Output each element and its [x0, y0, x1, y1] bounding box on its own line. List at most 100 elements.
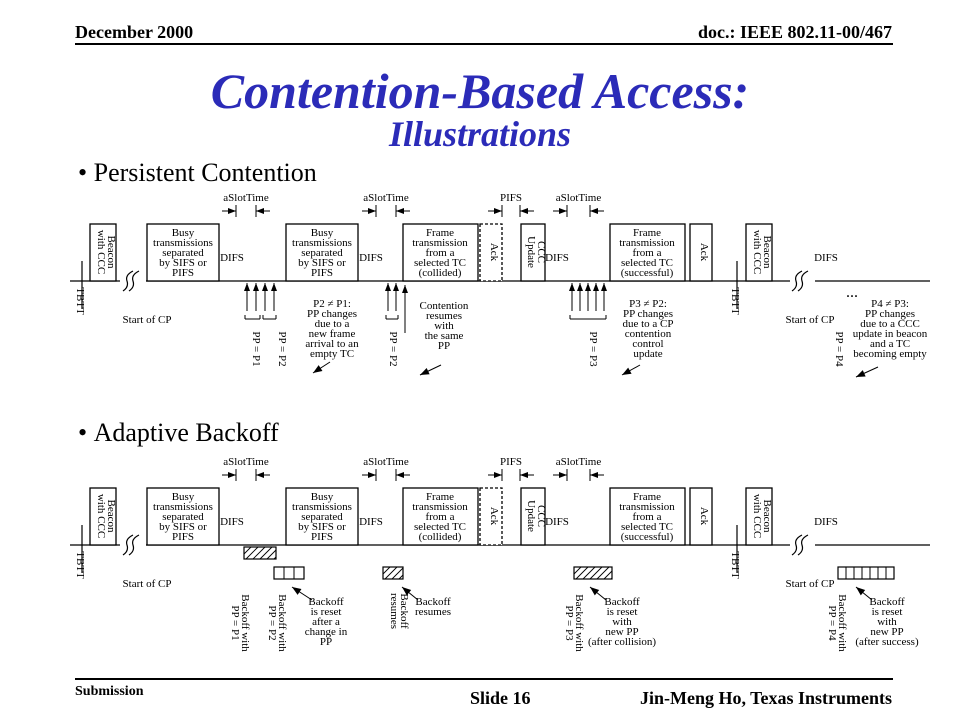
tbtt-label: TBTT — [74, 551, 86, 579]
busy-text-line: by SIFS or — [298, 257, 346, 269]
beacon-box-left — [89, 223, 117, 282]
note-reset-arrow-head — [292, 587, 302, 595]
bullet-adaptive-text: Adaptive Backoff — [93, 418, 279, 447]
backoff-resumes-vertical-line: resumes — [388, 593, 400, 629]
frame-success-text-line: from a — [632, 511, 661, 523]
aslottime-3-right-arrowhead — [590, 472, 598, 478]
ack-box-success — [689, 223, 713, 282]
break-right-a — [791, 534, 803, 556]
note-resumes-arrow-head — [402, 587, 412, 596]
slot-arrowhead — [577, 283, 583, 291]
pifs-bracket-right-arrowhead — [520, 472, 528, 478]
aslottime-1-right-arrowhead — [256, 208, 264, 214]
footer-rule — [75, 678, 893, 680]
header-date: December 2000 — [75, 22, 194, 42]
frame-success-text-line: transmission — [619, 237, 675, 249]
note-reset-after-collision-line: (after collision) — [588, 636, 656, 648]
break-left-a — [122, 270, 134, 292]
backoff-bar-p1-hatch — [245, 546, 259, 560]
ack-box-collided — [479, 223, 503, 282]
frame-collided-text-line: selected TC — [414, 257, 466, 269]
slot-arrowhead — [271, 283, 277, 291]
note-contention-resumes-line: PP — [438, 340, 450, 352]
busy-text-line: by SIFS or — [159, 257, 207, 269]
difs-label: DIFS — [359, 252, 383, 264]
pp-label-p2: PP = P2 — [276, 331, 288, 366]
backoff-bar-resume-hatch — [391, 567, 404, 580]
beacon-text-line: Beacon — [105, 236, 117, 269]
start-of-cp-label: Start of CP — [786, 578, 835, 590]
note-reset-after-collision-line: new PP — [605, 626, 638, 638]
aslottime-3-label: aSlotTime — [556, 456, 602, 468]
frame-success-text-line: (successful) — [621, 267, 674, 279]
tbtt-label: TBTT — [729, 287, 741, 315]
pp-label-p3: PP = P3 — [587, 331, 599, 367]
backoff-bar-p3-hatch — [603, 570, 613, 580]
slot-arrowhead — [393, 283, 399, 291]
beacon-text-line: with CCC — [95, 494, 107, 538]
beacon-text-line: Beacon — [105, 500, 117, 533]
aslottime-2-left-arrowhead — [368, 472, 376, 478]
start-of-cp-label: Start of CP — [123, 314, 172, 326]
note-reset-after-success-line: with — [877, 616, 897, 628]
frame-collided-text-line: from a — [425, 247, 454, 259]
note-contention-resumes-line: with — [434, 320, 454, 332]
backoff-bar-p3-hatch — [582, 566, 596, 580]
ccc-update-box — [520, 487, 546, 546]
note-p4-arrow-head — [856, 370, 866, 377]
aslottime-3-right-arrowhead — [590, 208, 598, 214]
note-p4-line: update in beacon — [853, 328, 928, 340]
frame-collided-text-line: selected TC — [414, 521, 466, 533]
busy-text-line: separated — [162, 511, 204, 523]
note-p4-line: and a TC — [870, 338, 910, 350]
slot-arrowhead — [569, 283, 575, 291]
frame-collided-text-line: Frame — [426, 491, 454, 503]
note-p3-line: update — [633, 348, 662, 360]
busy-text-line: transmissions — [153, 501, 213, 513]
backoff-p3-text-line: PP = P3 — [563, 605, 575, 641]
frame-success-text-line: (successful) — [621, 531, 674, 543]
break-left-b — [128, 270, 140, 292]
slot-arrowhead — [585, 283, 591, 291]
busy-text-line: Busy — [311, 227, 334, 239]
slot-arrowhead — [262, 283, 268, 291]
busy-text-line: transmissions — [292, 237, 352, 249]
backoff-bar-resume — [382, 566, 404, 580]
note-backoff-resumes-line: resumes — [415, 606, 451, 618]
note-backoff-resumes-line: Backoff — [415, 596, 451, 608]
break-left-a — [122, 534, 134, 556]
frame-collided-box — [402, 223, 479, 282]
bullet-persistent-contention: • Persistent Contention — [78, 158, 317, 187]
frame-collided-text-line: (collided) — [419, 267, 462, 279]
aslottime-2-right-arrowhead — [396, 472, 404, 478]
frame-success-box — [609, 223, 686, 282]
note-p3-line: control — [632, 338, 663, 350]
backoff-bar-p3-hatch — [573, 566, 582, 575]
header-rule — [75, 43, 893, 45]
ack-box-success — [689, 487, 713, 546]
aslottime-3-left-arrowhead — [559, 208, 567, 214]
pifs-bracket-left-arrowhead — [494, 208, 502, 214]
aslottime-2-left-arrowhead — [368, 208, 376, 214]
note-reset-after-collision-line: is reset — [607, 606, 638, 618]
difs-label: DIFS — [814, 252, 838, 264]
frame-success-text-line: from a — [632, 247, 661, 259]
bullet-adaptive-backoff: • Adaptive Backoff — [78, 418, 279, 447]
frame-success-text-line: Frame — [633, 227, 661, 239]
slide-title: Contention-Based Access: — [210, 63, 750, 119]
note-p4-line: becoming empty — [853, 348, 927, 360]
tbtt-label: TBTT — [729, 551, 741, 579]
note-reset-after-success-line: (after success) — [855, 636, 919, 648]
start-of-cp-label: Start of CP — [786, 314, 835, 326]
ack-text: Ack — [488, 243, 500, 262]
busy-box-2 — [285, 487, 359, 546]
note-p2-line: PP changes — [307, 308, 357, 320]
backoff-bar-resume-hatch — [398, 574, 404, 580]
difs-label: DIFS — [220, 252, 244, 264]
header-doc-number: doc.: IEEE 802.11-00/467 — [697, 22, 892, 42]
frame-success-box — [609, 487, 686, 546]
note-backoff-reset-line: change in — [305, 626, 348, 638]
busy-text-line: by SIFS or — [298, 521, 346, 533]
busy-text-line: PIFS — [172, 531, 194, 543]
beacon-text-line: with CCC — [751, 494, 763, 538]
